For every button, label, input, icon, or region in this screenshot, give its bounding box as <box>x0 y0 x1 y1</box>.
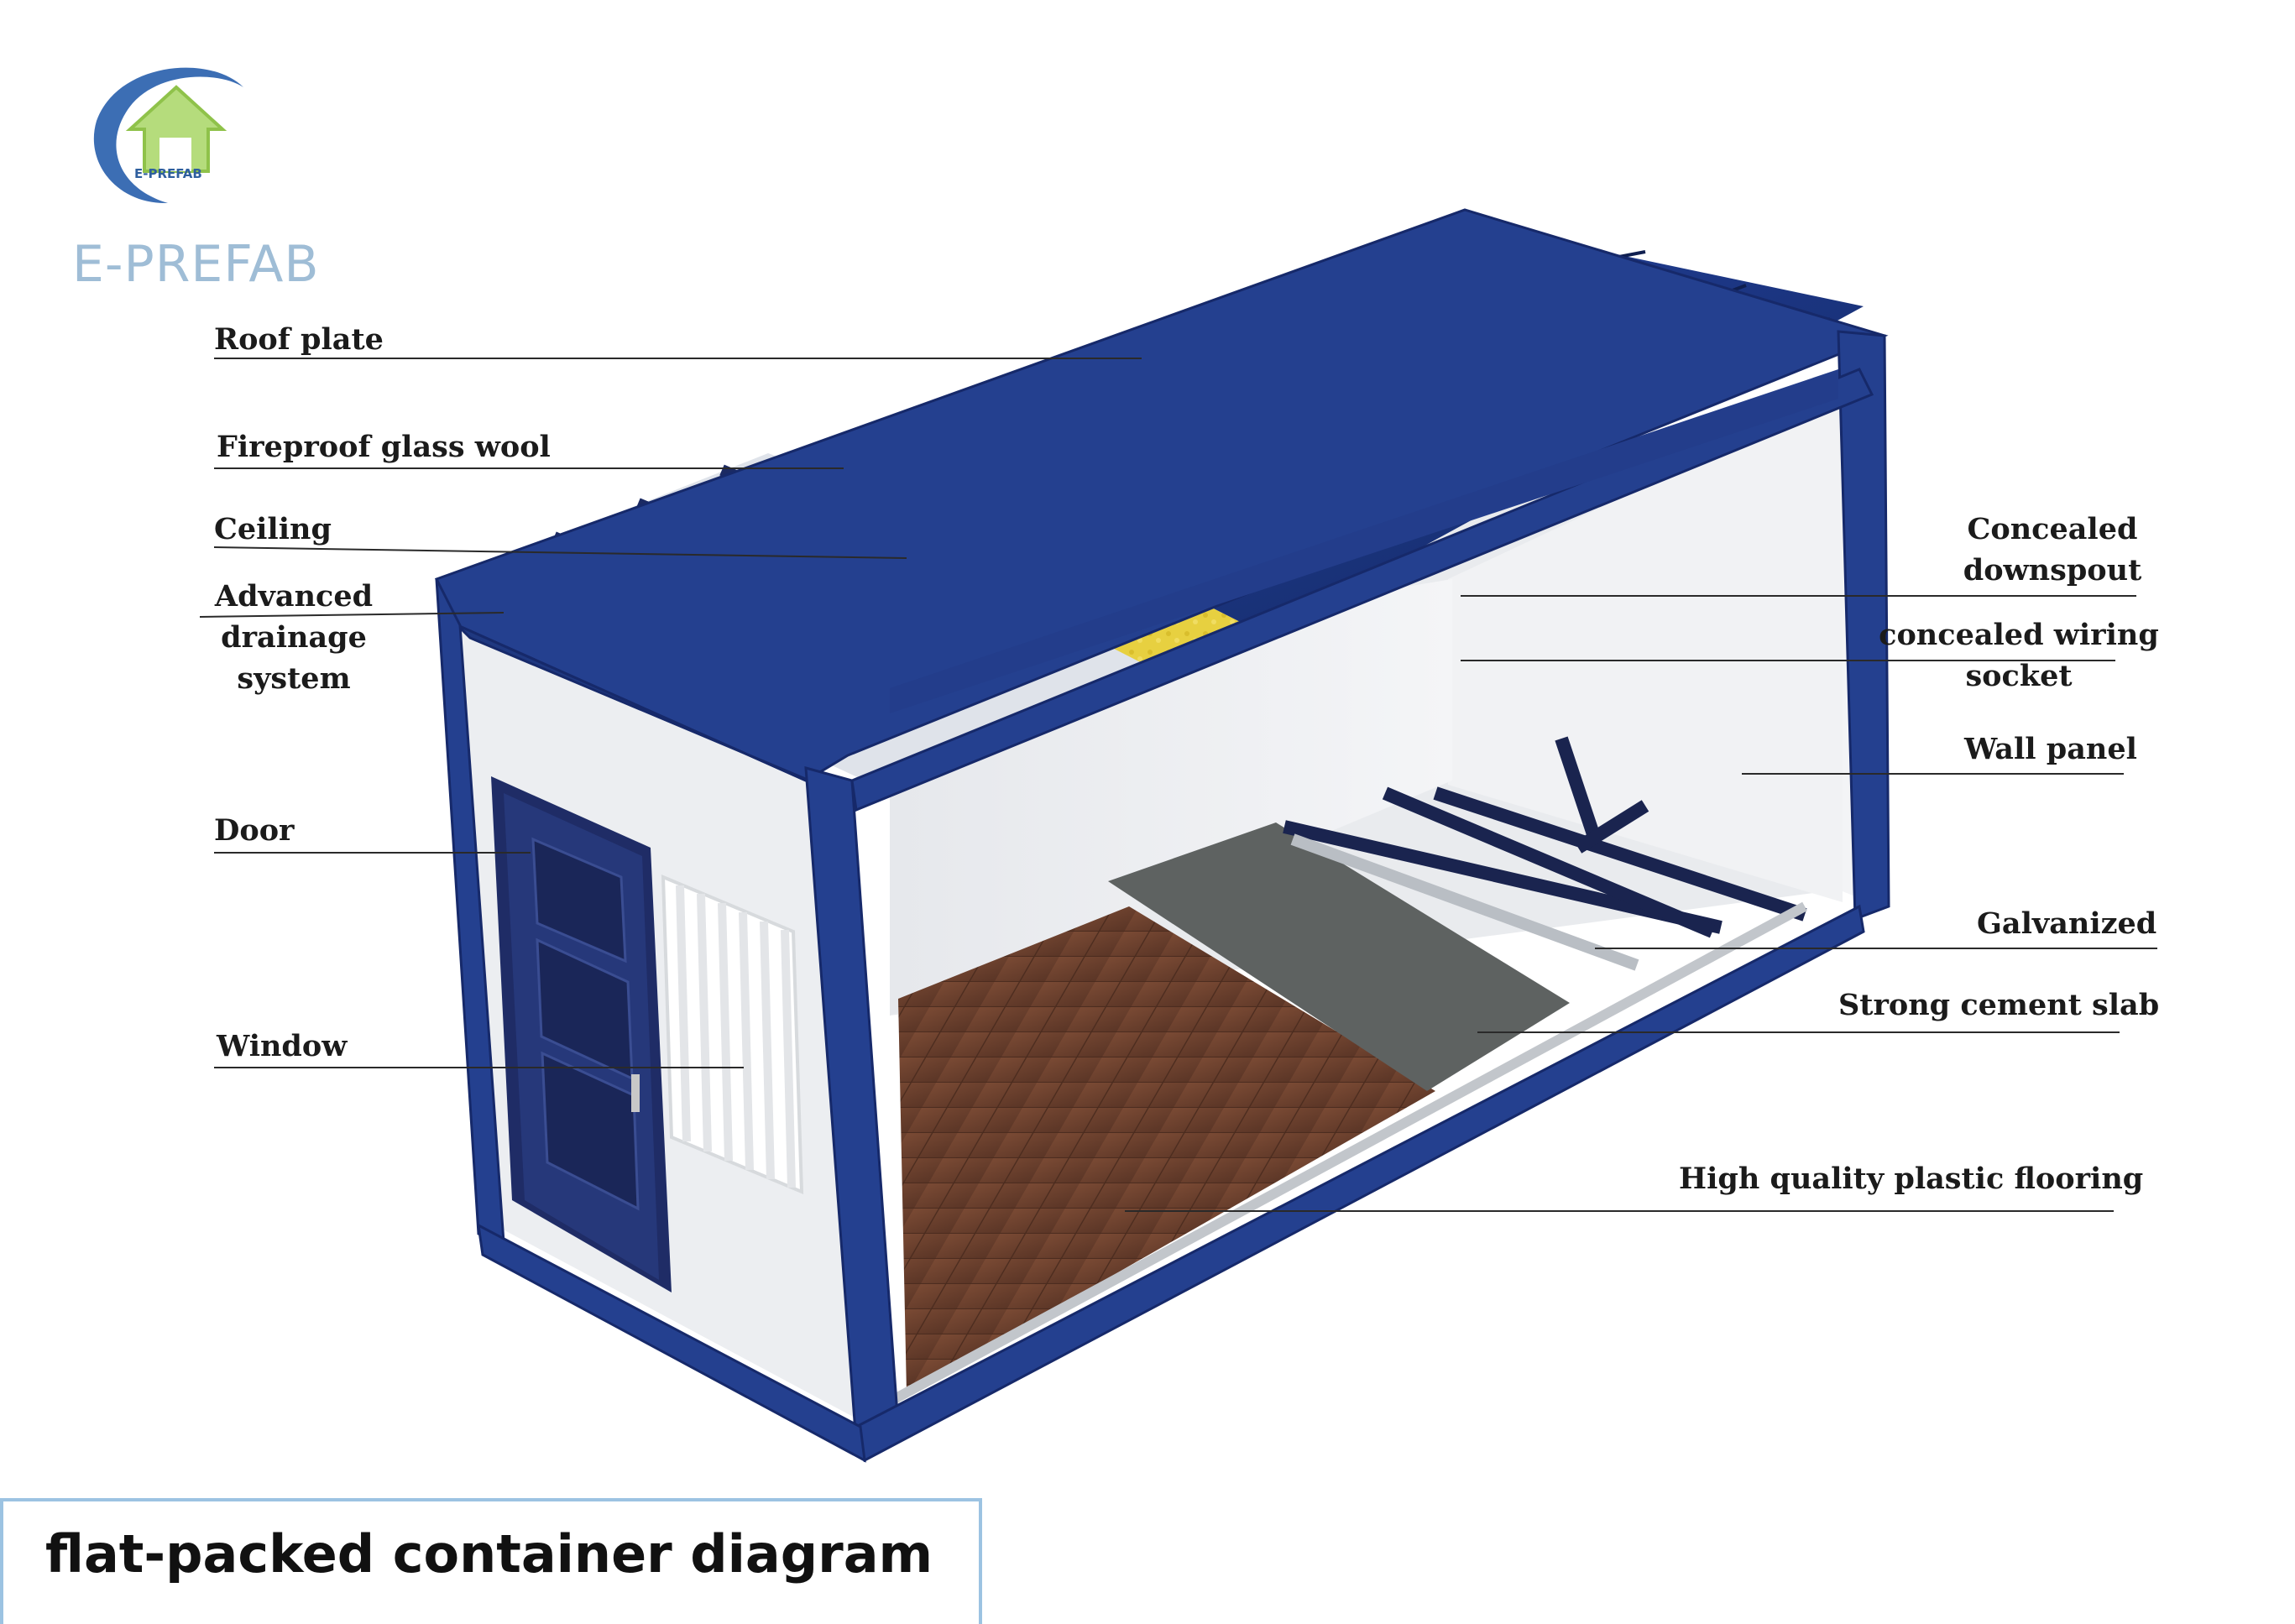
label-galvanized: Galvanized <box>1977 906 2157 941</box>
label-wall-panel: Wall panel <box>1964 732 2137 766</box>
label-strong-cement-slab: Strong cement slab <box>1838 988 2160 1022</box>
label-line: Advanced <box>214 579 374 614</box>
e-prefab-logo <box>93 67 243 204</box>
window <box>661 874 804 1195</box>
label-high-quality-plastic-flooring: High quality plastic flooring <box>1679 1162 2144 1196</box>
label-line: Concealed <box>1967 512 2138 546</box>
leader-lines <box>199 358 2157 1212</box>
right-wall-interior <box>1448 394 1843 902</box>
label-fireproof-glass-wool: Fireproof glass wool <box>217 430 551 464</box>
label-line: socket <box>1965 659 2073 693</box>
container-frame <box>434 208 1890 1463</box>
label-line: system <box>237 661 351 696</box>
label-line: downspout <box>1963 553 2142 587</box>
label-line: concealed wiring <box>1879 618 2159 652</box>
label-concealed-wiring-socket: concealed wiring socket <box>1864 614 2174 697</box>
brand-name: E-PREFAB <box>72 235 320 294</box>
galvanized-beam <box>1290 833 1639 971</box>
diagram-caption: flat-packed container diagram <box>45 1523 933 1585</box>
label-advanced-drainage-system: Advanced drainage system <box>201 576 386 699</box>
door-handle-icon <box>631 1074 640 1112</box>
label-window: Window <box>217 1029 348 1063</box>
plastic-flooring <box>898 906 1435 1393</box>
floor-frame <box>1283 736 1807 938</box>
logo-text: E-PREFAB <box>134 166 202 181</box>
label-line: drainage <box>221 620 367 655</box>
caption-box <box>0 1498 982 1624</box>
swoosh-icon <box>93 67 243 204</box>
label-roof-plate: Roof plate <box>214 322 384 357</box>
label-concealed-downspout: Concealed downspout <box>1931 509 2174 591</box>
label-door: Door <box>214 813 295 848</box>
house-icon <box>125 85 227 173</box>
cement-slab <box>1108 822 1570 1091</box>
label-ceiling: Ceiling <box>214 512 332 546</box>
